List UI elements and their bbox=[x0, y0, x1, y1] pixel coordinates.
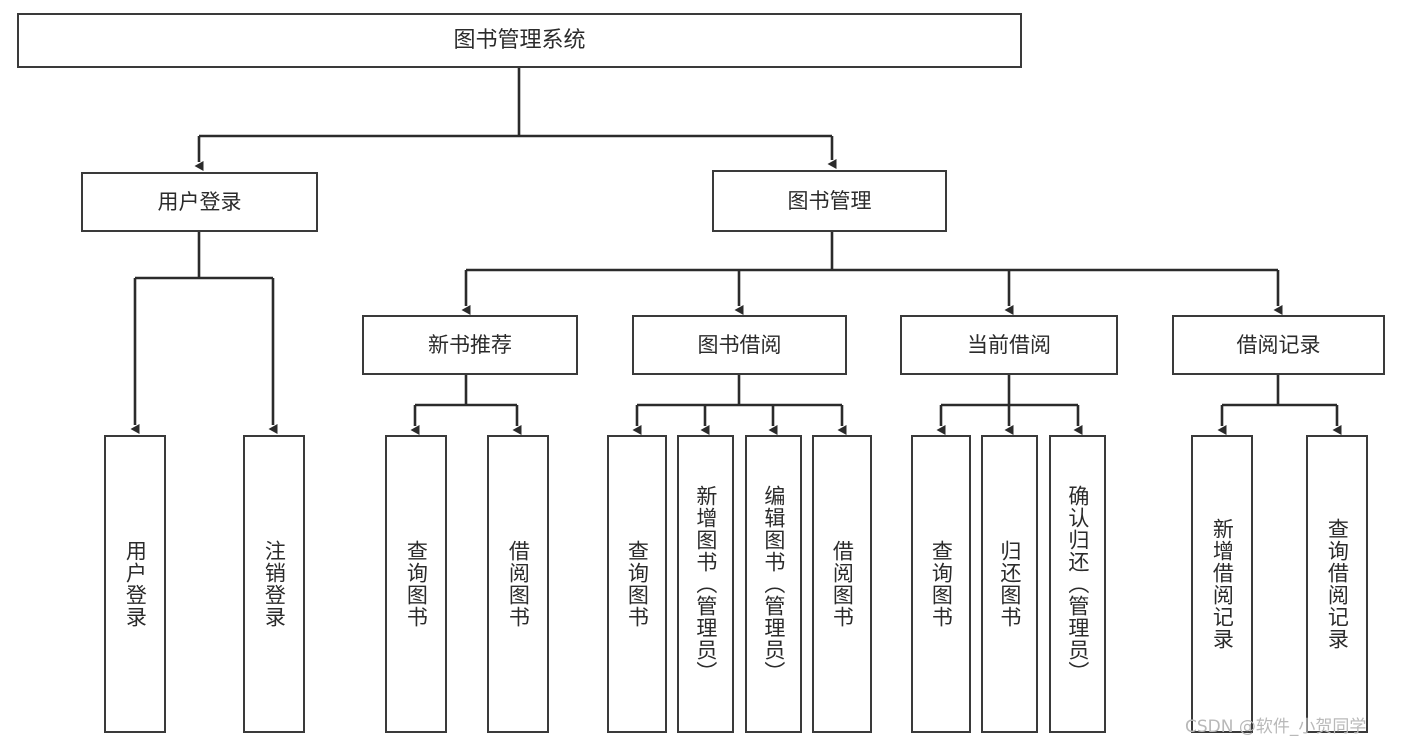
node-label: 查询借阅记录 bbox=[1325, 518, 1350, 650]
node-label: 查询图书 bbox=[625, 540, 650, 628]
leaf-confirm-return-admin[interactable]: 确认归还（管理员） bbox=[1049, 435, 1106, 733]
node-label: 图书管理 bbox=[787, 188, 872, 213]
leaf-add-book-admin[interactable]: 新增图书（管理员） bbox=[677, 435, 734, 733]
node-label: 用户登录 bbox=[157, 189, 242, 214]
leaf-edit-book-admin[interactable]: 编辑图书（管理员） bbox=[745, 435, 802, 733]
node-label: 查询图书 bbox=[929, 540, 954, 628]
leaf-query-book-current[interactable]: 查询图书 bbox=[911, 435, 971, 733]
node-label: 图书管理系统 bbox=[453, 27, 586, 53]
node-root-system[interactable]: 图书管理系统 bbox=[17, 13, 1022, 68]
node-label: 借阅图书 bbox=[506, 540, 531, 628]
leaf-query-book-recommend[interactable]: 查询图书 bbox=[385, 435, 447, 733]
leaf-borrow-book-recommend[interactable]: 借阅图书 bbox=[487, 435, 549, 733]
node-label: 注销登录 bbox=[262, 540, 287, 628]
node-label: 当前借阅 bbox=[967, 332, 1051, 357]
leaf-borrow-book[interactable]: 借阅图书 bbox=[812, 435, 872, 733]
node-borrow-record[interactable]: 借阅记录 bbox=[1172, 315, 1385, 375]
node-new-book-recommend[interactable]: 新书推荐 bbox=[362, 315, 578, 375]
leaf-query-borrow-record[interactable]: 查询借阅记录 bbox=[1306, 435, 1368, 733]
node-label: 确认归还（管理员） bbox=[1065, 485, 1090, 683]
node-label: 新增图书（管理员） bbox=[693, 485, 718, 683]
leaf-add-borrow-record[interactable]: 新增借阅记录 bbox=[1191, 435, 1253, 733]
node-book-manage[interactable]: 图书管理 bbox=[712, 170, 947, 232]
node-user-login[interactable]: 用户登录 bbox=[81, 172, 318, 232]
node-label: 借阅图书 bbox=[830, 540, 855, 628]
node-label: 新增借阅记录 bbox=[1210, 518, 1235, 650]
node-book-borrow[interactable]: 图书借阅 bbox=[632, 315, 847, 375]
node-current-borrow[interactable]: 当前借阅 bbox=[900, 315, 1118, 375]
node-label: 用户登录 bbox=[123, 540, 148, 628]
node-label: 借阅记录 bbox=[1236, 332, 1321, 357]
node-label: 图书借阅 bbox=[697, 332, 782, 357]
leaf-user-login[interactable]: 用户登录 bbox=[104, 435, 166, 733]
node-label: 编辑图书（管理员） bbox=[761, 485, 786, 683]
leaf-query-book-borrow[interactable]: 查询图书 bbox=[607, 435, 667, 733]
leaf-return-book[interactable]: 归还图书 bbox=[981, 435, 1038, 733]
leaf-logout-login[interactable]: 注销登录 bbox=[243, 435, 305, 733]
csdn-watermark: CSDN @软件_小贺同学 bbox=[1185, 717, 1367, 737]
node-label: 归还图书 bbox=[997, 540, 1022, 628]
node-label: 新书推荐 bbox=[428, 332, 512, 357]
node-label: 查询图书 bbox=[404, 540, 429, 628]
